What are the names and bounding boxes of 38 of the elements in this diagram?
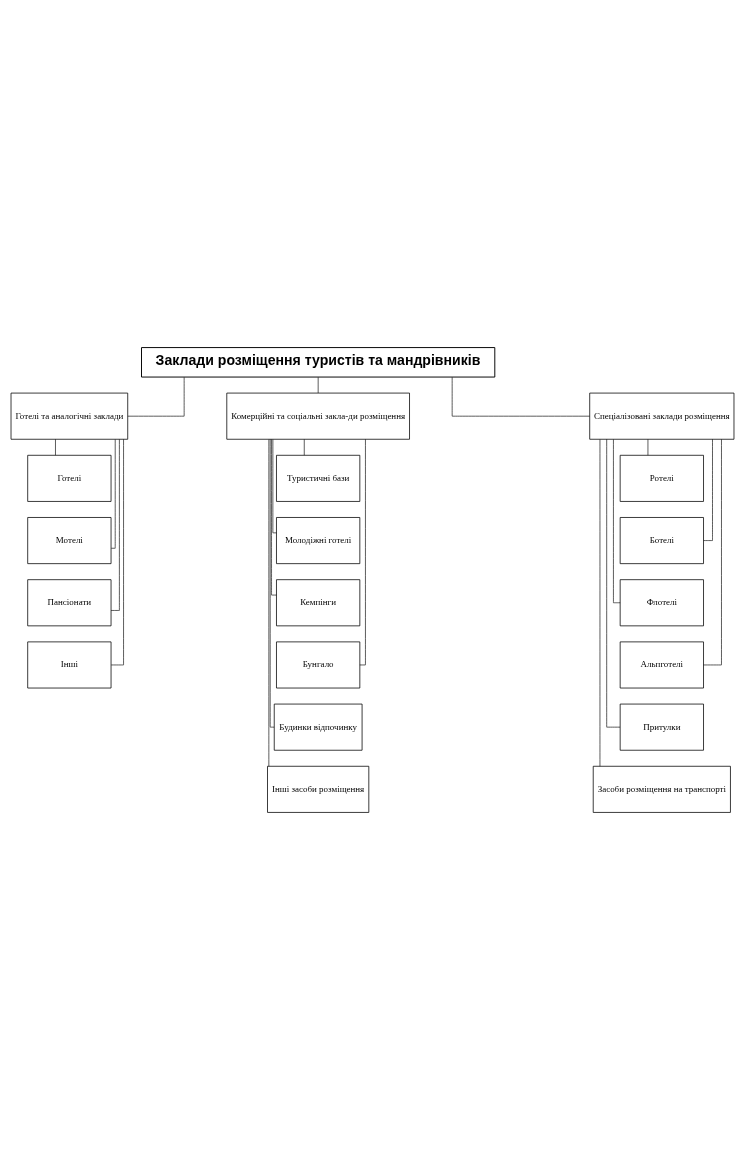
connector	[55, 439, 56, 456]
node-box: Бунгало	[276, 641, 361, 689]
connector	[703, 438, 713, 541]
connector	[127, 377, 185, 417]
node-box: Молодіжні готелі	[276, 517, 361, 565]
node-box: Інші засоби розміщення	[267, 765, 370, 813]
connector	[269, 438, 275, 728]
node-box: Пансіонати	[27, 579, 112, 627]
connector	[359, 439, 366, 666]
node-box: Мотелі	[27, 517, 112, 565]
node-box: Туристичні бази	[276, 454, 361, 502]
node-box: Спеціалізовані заклади розміщення	[589, 392, 735, 440]
connector	[317, 377, 319, 394]
connector	[303, 439, 305, 456]
node-box: Комерційні та соціальні закла-ди розміщення	[226, 392, 410, 440]
connector	[451, 377, 590, 417]
connector	[268, 439, 270, 767]
connector	[111, 439, 116, 549]
node-box: Готелі	[27, 454, 112, 502]
node-box: Притулки	[619, 703, 704, 751]
connector	[647, 439, 649, 456]
node-box: Будинки відпочинку	[273, 703, 363, 751]
connector	[599, 439, 601, 767]
node-box: Готелі та аналогічні заклади	[10, 392, 129, 440]
node-box: Інші	[27, 641, 112, 689]
node-box: Альпготелі	[619, 641, 704, 689]
connector	[606, 438, 621, 728]
node-box: Заклади розміщення туристів та мандрівників	[141, 347, 496, 378]
connector	[271, 439, 277, 596]
connector	[703, 439, 722, 666]
connector	[110, 439, 120, 611]
node-box: Засоби розміщення на транспорті	[592, 765, 731, 813]
node-box: Кемпінги	[276, 579, 361, 627]
connector	[272, 439, 277, 534]
node-box: Флотелі	[619, 579, 704, 627]
connector	[613, 439, 621, 604]
node-box: Ротелі	[619, 454, 704, 502]
node-box: Ботелі	[619, 517, 704, 565]
